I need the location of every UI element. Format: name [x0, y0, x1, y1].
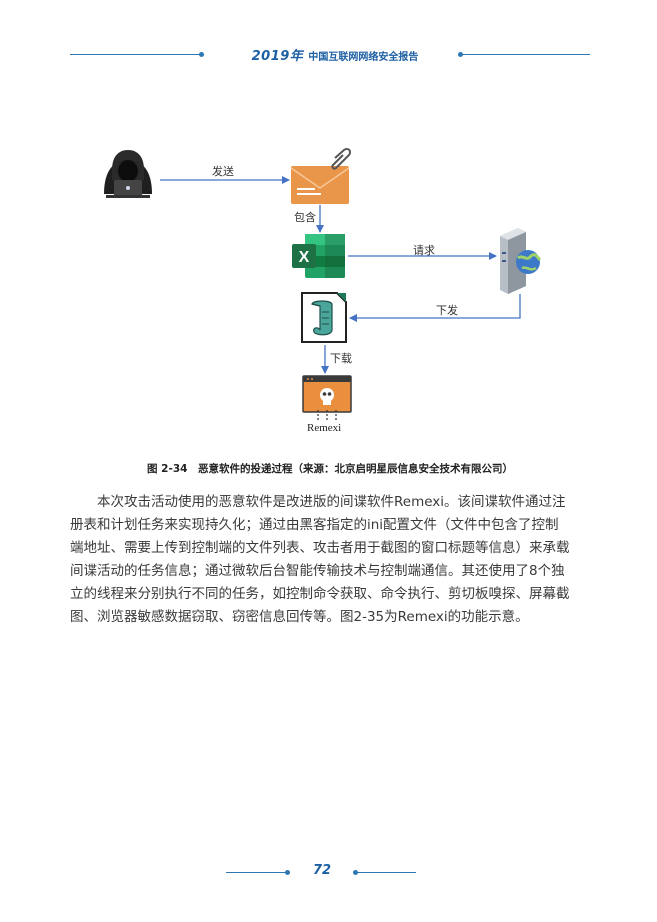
edge-label-contain: 包含 [294, 211, 316, 224]
malware-name-label: Remexi [307, 422, 342, 434]
footer-dot-left [285, 870, 290, 875]
header-rule-left [70, 54, 202, 55]
header-dot-left [199, 52, 204, 57]
arrow-deliver [349, 294, 521, 322]
svg-text:X: X [299, 249, 310, 266]
body-line: 立的线程来分别执行不同的任务，如控制命令获取、命令执行、剪切板嗅探、屏幕截 [70, 586, 570, 602]
header-year: 2019年 [251, 49, 304, 64]
page-number: 72 [312, 863, 332, 878]
header-dot-right [458, 52, 463, 57]
delivery-diagram: X [0, 0, 657, 460]
email-attachment-icon [290, 147, 352, 204]
body-line: 本次攻击活动使用的恶意软件是改进版的间谍软件Remexi。该间谍软件通过注 [97, 494, 566, 510]
footer-rule-left [226, 872, 288, 873]
figure-caption: 图 2-34 恶意软件的投递过程（来源：北京启明星辰信息安全技术有限公司） [147, 463, 513, 475]
edge-label-deliver: 下发 [436, 304, 458, 317]
footer-rule-right [354, 872, 416, 873]
header-title: 中国互联网网络安全报告 [308, 52, 419, 63]
excel-icon: X [292, 234, 345, 278]
edge-label-download: 下载 [330, 352, 352, 365]
body-line: 端地址、需要上传到控制端的文件列表、攻击者用于截图的窗口标题等信息）来承载 [70, 540, 570, 556]
body-line: 间谍活动的任务信息；通过微软后台智能传输技术与控制端通信。其还使用了8个独 [70, 563, 565, 579]
body-paragraph: 本次攻击活动使用的恶意软件是改进版的间谍软件Remexi。该间谍软件通过注 册表… [70, 491, 590, 629]
malware-window-icon [302, 375, 352, 420]
diagram-svg: X [104, 147, 542, 420]
body-line: 册表和计划任务来实现持久化；通过由黑客指定的ini配置文件（文件中包含了控制 [70, 517, 559, 533]
hacker-icon [104, 150, 152, 198]
edge-label-send: 发送 [212, 165, 234, 178]
web-server-icon [500, 228, 542, 294]
body-line: 图、浏览器敏感数据窃取、窃密信息回传等。图2-35为Remexi的功能示意。 [70, 609, 529, 625]
header-rule-right [462, 54, 590, 55]
script-file-icon [301, 292, 347, 343]
edge-label-request: 请求 [413, 244, 435, 257]
running-header: 2019年 中国互联网网络安全报告 [210, 45, 460, 64]
